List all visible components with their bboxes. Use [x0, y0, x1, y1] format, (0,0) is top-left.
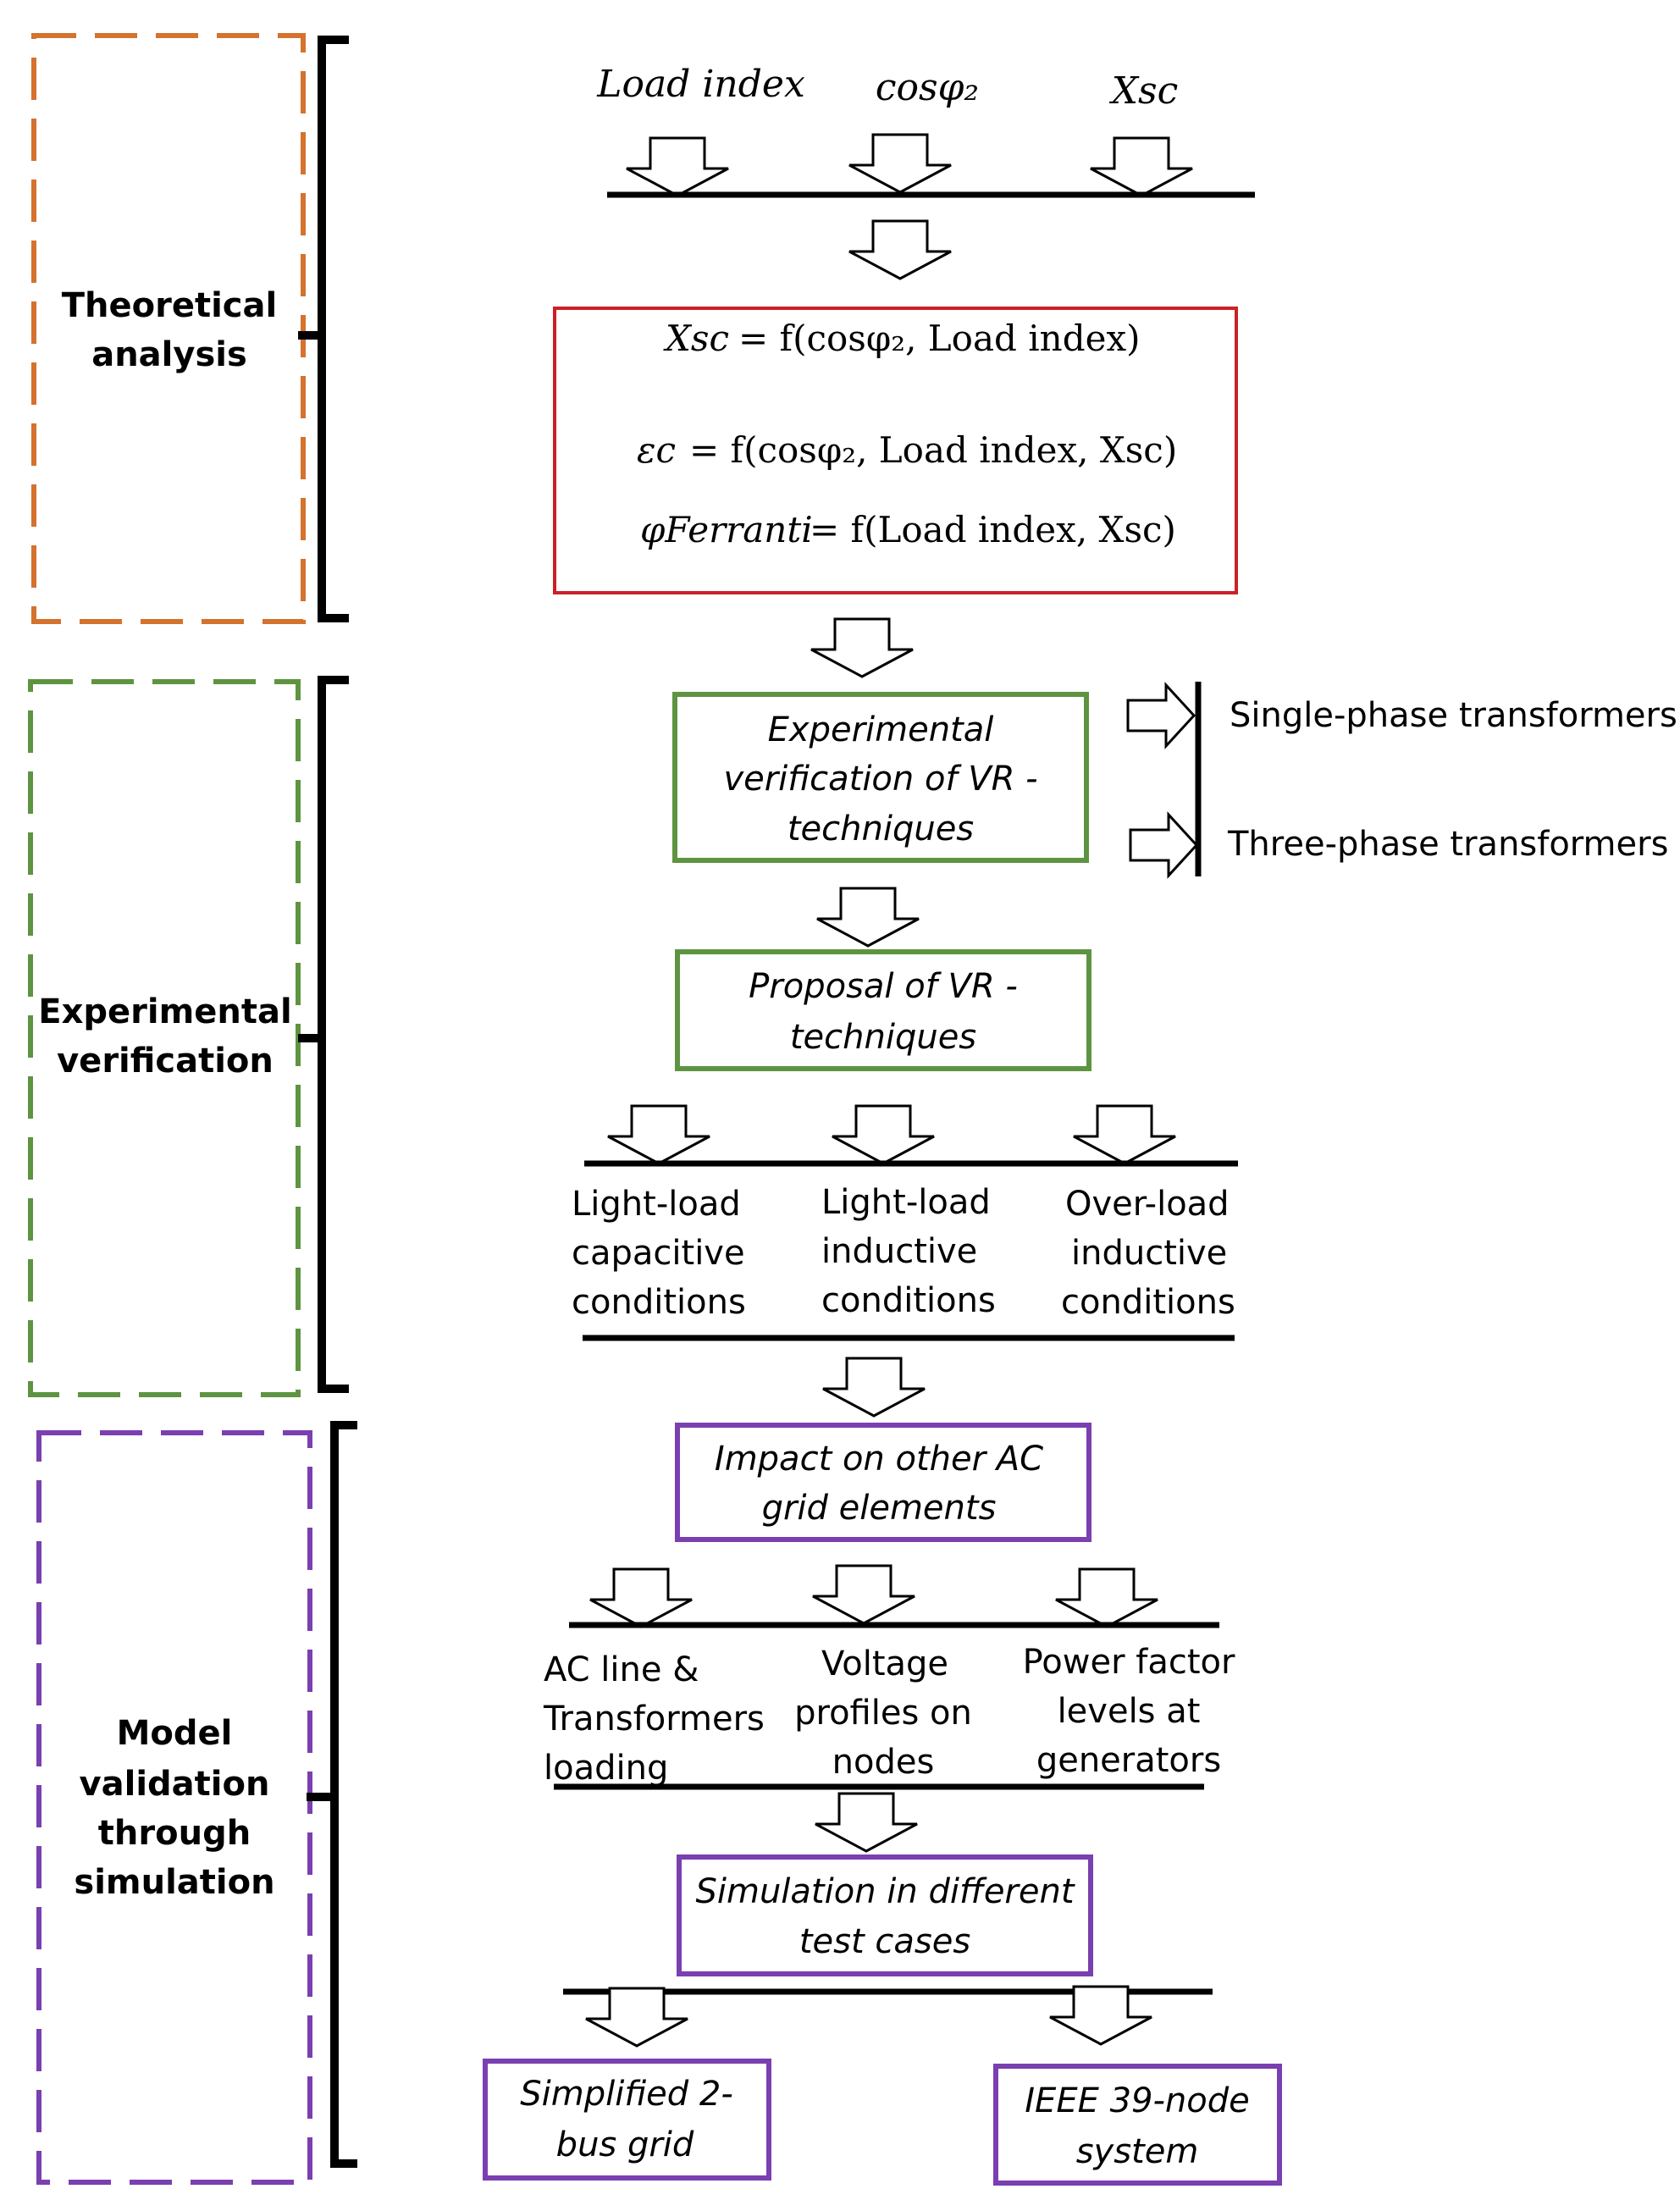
experimental-box-line-3: techniques: [788, 810, 974, 848]
condition-3-line-1: Over-load: [1065, 1185, 1230, 1224]
simulation-box-line-1: Simulation in different: [695, 1872, 1075, 1911]
impact-box-line-1: Impact on other AC: [715, 1440, 1043, 1479]
test-case-arrow-2: [1048, 1985, 1153, 2046]
test-case-1-line-2: bus grid: [556, 2125, 694, 2164]
arrow-to-experimental: [810, 617, 915, 678]
arrow-to-formulas: [848, 219, 953, 280]
impact-1-line-3: loading: [544, 1749, 668, 1788]
condition-arrow-3: [1072, 1104, 1177, 1165]
formula-box: [553, 307, 1238, 594]
simplified-2-bus-grid-box: [483, 2059, 771, 2181]
theoretical-label-2: analysis: [91, 335, 247, 374]
test-case-2-line-2: system: [1076, 2132, 1199, 2171]
model-label-2: validation: [80, 1765, 270, 1804]
impact-arrow-2: [811, 1564, 916, 1625]
input-arrow-3: [1089, 136, 1194, 197]
arrow-three-phase: [1129, 813, 1198, 877]
experimental-box-line-1: Experimental: [768, 710, 994, 749]
test-case-1-line-1: Simplified 2-: [520, 2075, 733, 2114]
experimental-box-line-2: verification of VR -: [723, 760, 1037, 799]
model-brace: [307, 1421, 357, 2168]
arrow-to-impact: [821, 1357, 926, 1418]
proposal-box: [675, 949, 1091, 1071]
impact-arrow-3: [1054, 1567, 1159, 1628]
formula-2-rhs: = f(cosφ₂, Load index, Xsc): [689, 429, 1177, 471]
input-arrow-1: [625, 136, 730, 197]
impact-2-line-2: profiles on: [794, 1694, 972, 1733]
model-label-3: through: [98, 1814, 251, 1853]
impact-box-line-2: grid elements: [762, 1489, 997, 1528]
condition-3-line-3: conditions: [1061, 1283, 1235, 1322]
formula-1-lhs: Xsc: [663, 318, 729, 359]
formula-3-rhs: = f(Load index, Xsc): [810, 509, 1176, 550]
input-xsc: Xsc: [1109, 69, 1179, 113]
single-phase-transformers: Single-phase transformers: [1230, 696, 1677, 735]
impact-2-line-3: nodes: [832, 1743, 935, 1782]
impact-2-line-1: Voltage: [821, 1644, 948, 1683]
arrow-single-phase: [1126, 683, 1196, 748]
condition-1-line-1: Light-load: [572, 1185, 741, 1224]
input-cos-phi2: cosφ₂: [876, 66, 979, 109]
experimental-phase-box: [28, 679, 301, 1397]
condition-arrow-2: [831, 1104, 936, 1165]
proposal-box-line-2: techniques: [790, 1018, 976, 1057]
simulation-box-line-2: test cases: [799, 1922, 970, 1961]
arrow-to-proposal: [815, 887, 920, 948]
impact-arrow-1: [589, 1567, 694, 1628]
model-phase-box: [36, 1430, 312, 2185]
impact-1-line-2: Transformers: [543, 1700, 765, 1738]
experimental-verification-box: [672, 692, 1089, 863]
condition-3-line-2: inductive: [1071, 1234, 1227, 1273]
model-label-4: simulation: [74, 1863, 274, 1902]
proposal-box-line-1: Proposal of VR -: [749, 967, 1018, 1006]
condition-2-line-1: Light-load: [821, 1183, 991, 1222]
arrow-to-simulation: [814, 1792, 919, 1853]
theoretical-label-1: Theoretical: [62, 286, 277, 325]
test-case-arrow-1: [584, 1987, 689, 2048]
experimental-brace: [298, 676, 349, 1393]
formula-2-lhs: εc: [637, 429, 676, 471]
model-label-1: Model: [117, 1714, 233, 1753]
impact-3-line-3: generators: [1036, 1741, 1221, 1780]
input-load-index: Load index: [596, 63, 805, 106]
condition-1-line-2: capacitive: [572, 1234, 745, 1273]
condition-arrow-1: [606, 1104, 711, 1165]
ieee-39-node-system-box: [993, 2064, 1282, 2186]
experimental-label-1: Experimental: [38, 992, 291, 1031]
impact-3-line-2: levels at: [1058, 1692, 1201, 1731]
impact-3-line-1: Power factor: [1023, 1643, 1235, 1682]
impact-1-line-1: AC line &: [544, 1650, 699, 1689]
three-phase-transformers: Three-phase transformers: [1227, 825, 1668, 864]
impact-box: [675, 1423, 1091, 1542]
experimental-label-2: verification: [57, 1042, 274, 1081]
condition-2-line-2: inductive: [821, 1232, 977, 1271]
formula-1-rhs: = f(cosφ₂, Load index): [738, 318, 1141, 359]
theoretical-brace: [298, 36, 349, 622]
test-case-2-line-1: IEEE 39-node: [1025, 2081, 1250, 2120]
simulation-box: [677, 1854, 1093, 1976]
condition-1-line-3: conditions: [572, 1283, 746, 1322]
formula-3-lhs: φFerranti: [640, 509, 813, 550]
condition-2-line-3: conditions: [821, 1281, 996, 1320]
theoretical-phase-box: [31, 33, 306, 624]
input-arrow-2: [848, 133, 953, 194]
